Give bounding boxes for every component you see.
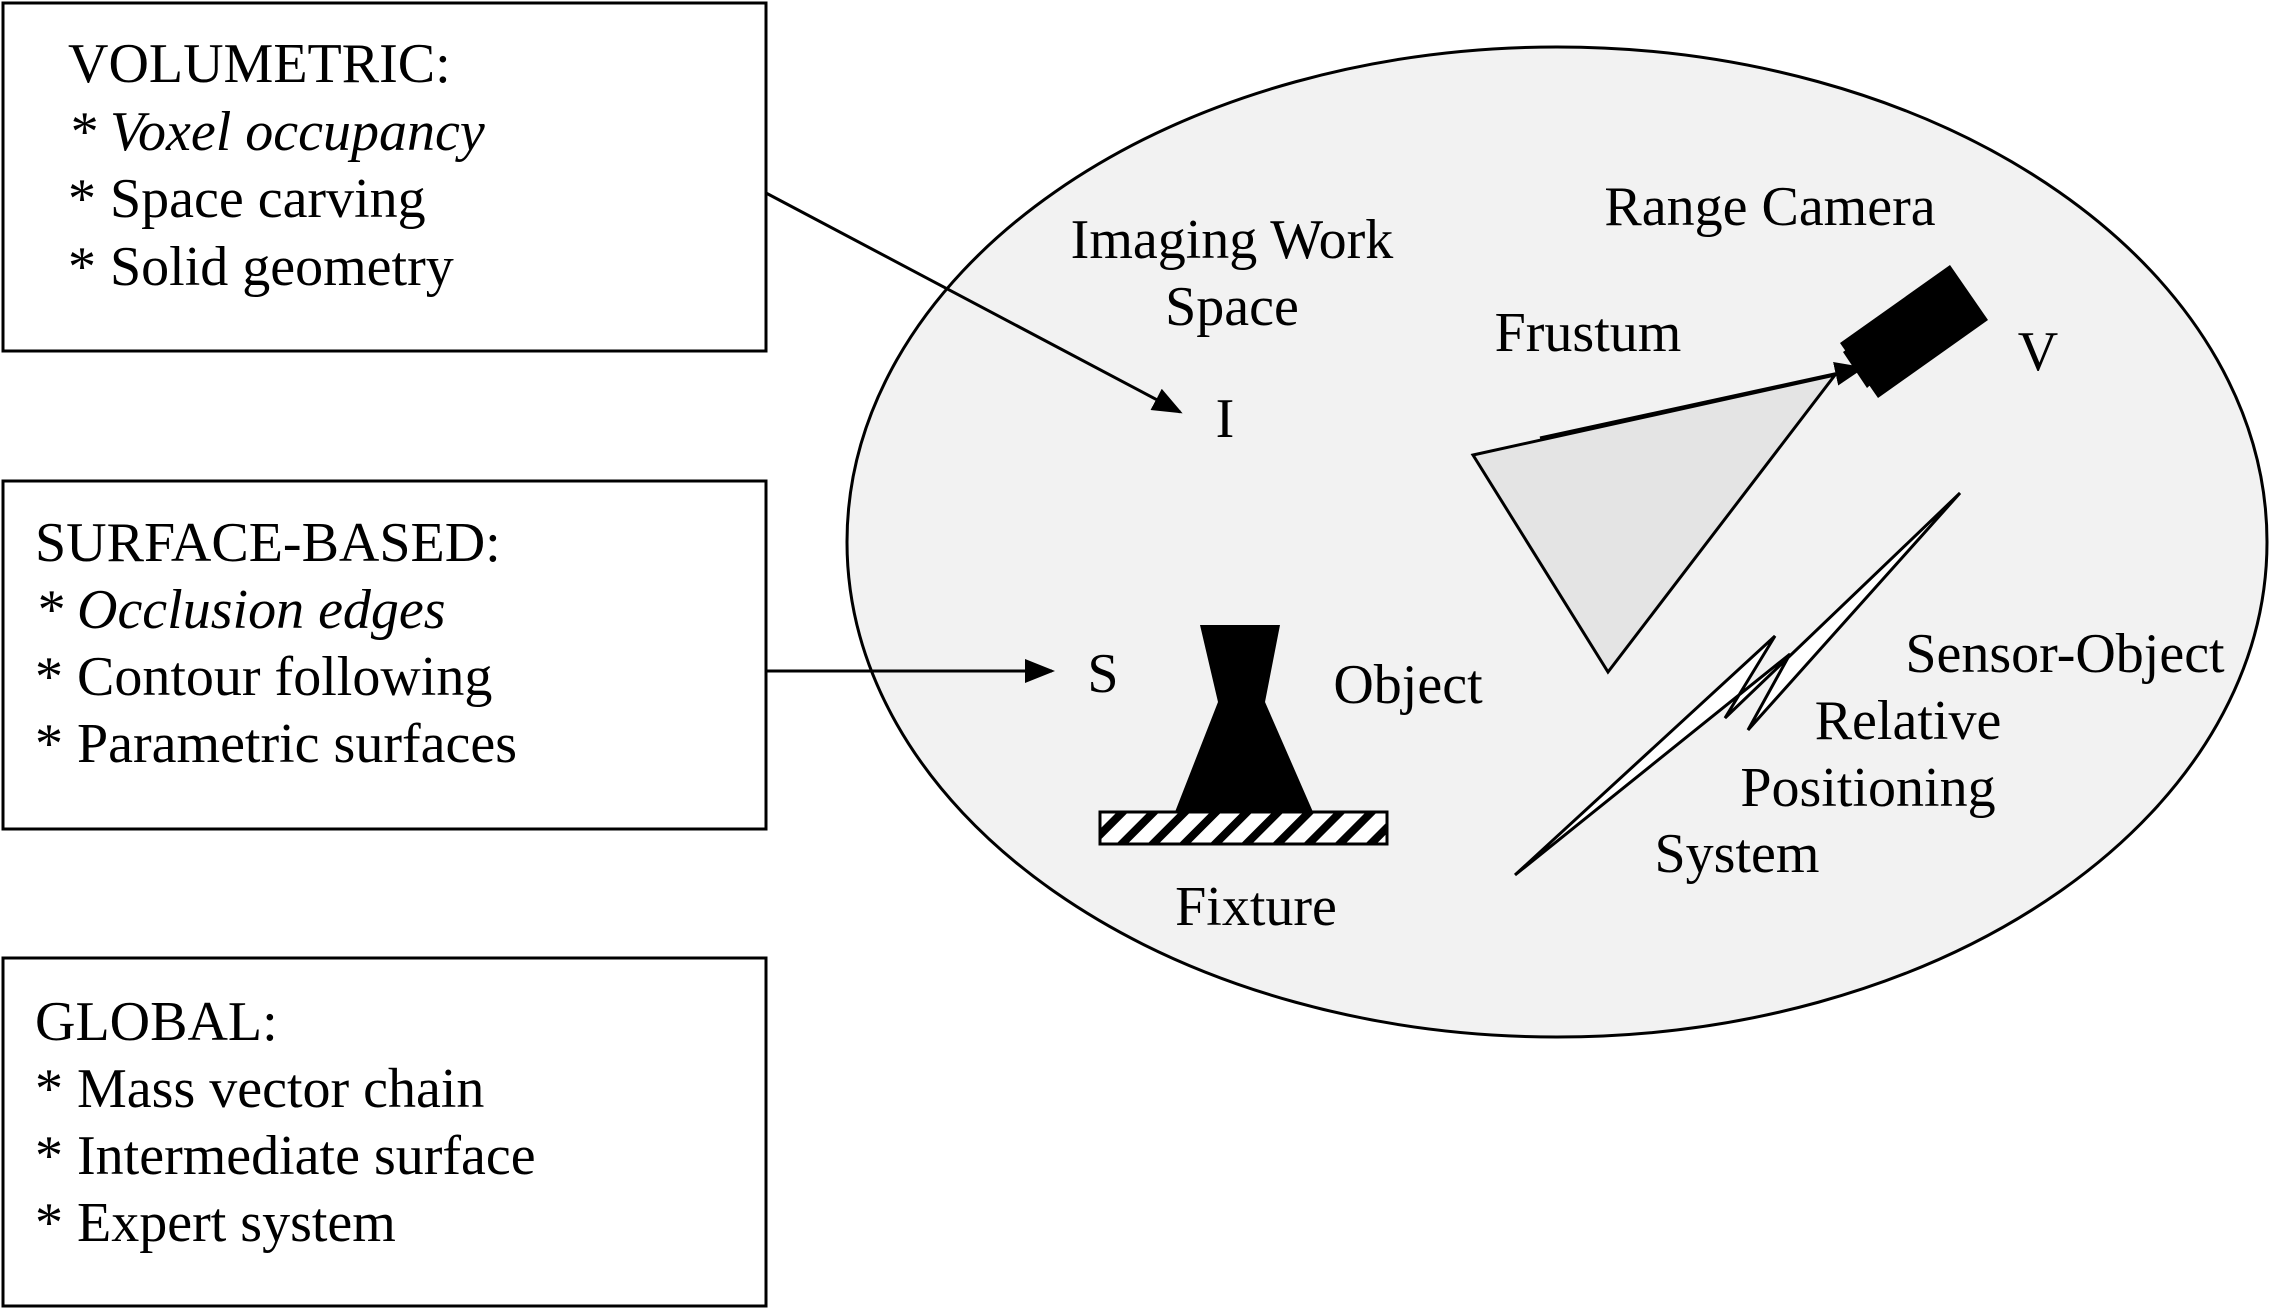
marker-i: I: [1216, 388, 1235, 450]
surface-heading: SURFACE-BASED:: [35, 512, 501, 574]
surface-box: [1, 479, 768, 831]
frustum-label: Frustum: [1495, 302, 1682, 364]
global-box: [1, 956, 768, 1308]
fixture-label: Fixture: [1175, 876, 1337, 938]
object-label: Object: [1333, 654, 1483, 716]
volumetric-item-carving: * Space carving: [68, 168, 426, 230]
volumetric-box: [1, 1, 768, 353]
range-camera: [1840, 265, 1988, 398]
global-item-intermediate: * Intermediate surface: [35, 1125, 536, 1187]
volumetric-item-solid: * Solid geometry: [68, 236, 454, 298]
global-heading: GLOBAL:: [35, 991, 278, 1053]
positioning-label-line4: System: [1655, 823, 1820, 885]
marker-s: S: [1087, 643, 1118, 705]
workspace-title-line1: Imaging Work: [1071, 209, 1394, 271]
workspace-title-line2: Space: [1165, 276, 1299, 338]
camera-body: [1840, 265, 1988, 398]
frustum-triangle: [1470, 372, 1839, 675]
positioning-label-line3: Positioning: [1740, 757, 1995, 819]
positioning-label-line2: Relative: [1815, 690, 2002, 752]
global-item-mass: * Mass vector chain: [35, 1058, 484, 1120]
marker-v: V: [2018, 321, 2058, 383]
positioning-bolt: [1513, 491, 1962, 877]
positioning-label-line1: Sensor-Object: [1905, 623, 2225, 685]
surface-item-parametric: * Parametric surfaces: [35, 713, 517, 775]
surface-item-contour: * Contour following: [35, 646, 492, 708]
object-shape: [1175, 625, 1313, 812]
volumetric-item-voxel: * Voxel occupancy: [68, 101, 485, 163]
fixture-plate: [1098, 810, 1389, 846]
range-camera-label: Range Camera: [1604, 176, 1935, 238]
frustum-arrow: [1539, 362, 1865, 440]
volumetric-heading: VOLUMETRIC:: [68, 33, 451, 95]
surface-item-occlusion: * Occlusion edges: [35, 579, 446, 641]
global-item-expert: * Expert system: [35, 1192, 396, 1254]
volumetric-arrow: [765, 191, 1183, 414]
